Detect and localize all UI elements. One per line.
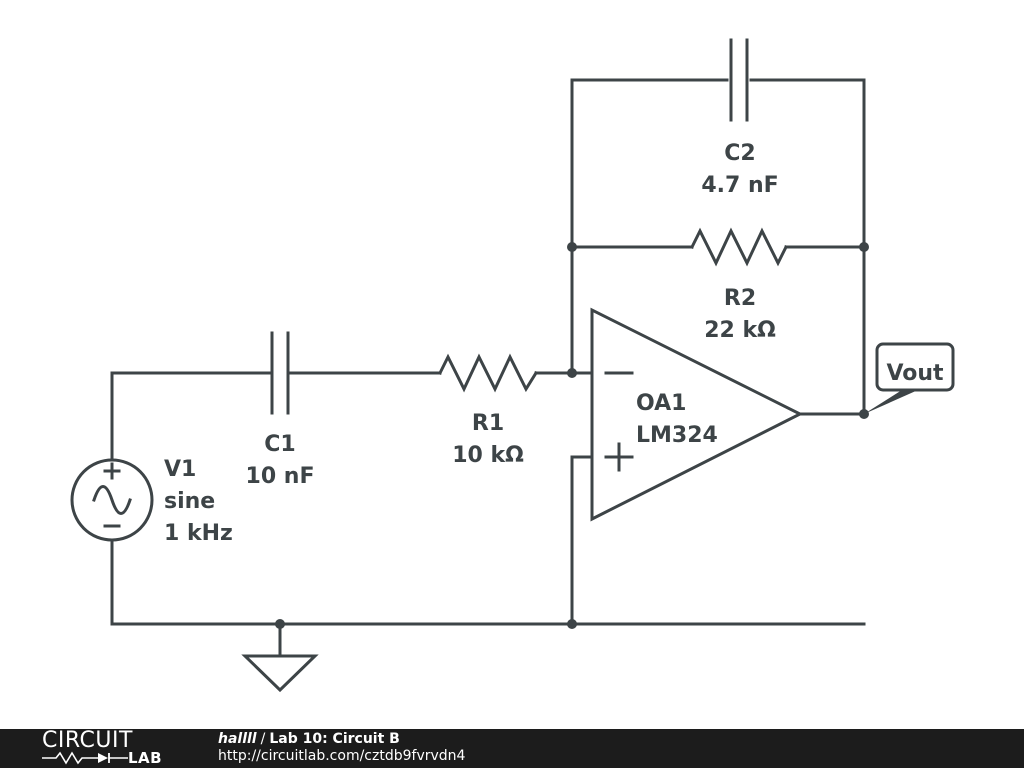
circuit-title[interactable]: Lab 10: Circuit B	[269, 731, 400, 747]
r2-value: 22 kΩ	[704, 318, 776, 343]
capacitor-c2[interactable]: C2 4.7 nF	[701, 38, 779, 198]
resistor-r1[interactable]: R1 10 kΩ	[437, 353, 539, 468]
sine-wave-icon	[92, 485, 132, 515]
path-separator: /	[260, 731, 266, 747]
c2-value: 4.7 nF	[701, 173, 778, 198]
circuit-url[interactable]: http://circuitlab.com/cztdb9fvrvdn4	[218, 748, 466, 764]
vout-label: Vout	[886, 361, 944, 386]
resistor-diode-logo-icon	[42, 751, 128, 765]
oa1-part: LM324	[636, 423, 718, 448]
wires	[110, 78, 866, 658]
oa1-name: OA1	[636, 391, 686, 416]
voltage-source-v1[interactable]: V1 sine 1 kHz	[70, 457, 233, 546]
footer-bar: CIRCUIT LAB hallll/Lab 10: Circuit B htt…	[0, 729, 1024, 768]
circuitlab-logo-sub: LAB	[128, 749, 163, 767]
resistor-r2[interactable]: R2 22 kΩ	[689, 227, 789, 343]
v1-name: V1	[164, 457, 196, 482]
c1-name: C1	[264, 432, 295, 457]
c1-value: 10 nF	[246, 464, 315, 489]
circuitlab-logo-text[interactable]: CIRCUIT	[42, 728, 133, 753]
v1-type: sine	[164, 489, 215, 514]
opamp-oa1[interactable]: OA1 LM324	[590, 307, 804, 522]
v1-freq: 1 kHz	[164, 521, 233, 546]
r1-name: R1	[472, 411, 504, 436]
capacitor-c1[interactable]: C1 10 nF	[246, 331, 315, 489]
author-username[interactable]: hallll	[218, 731, 257, 747]
net-label-vout[interactable]: Vout	[864, 342, 955, 414]
ground-symbol	[241, 654, 319, 693]
circuit-meta: hallll/Lab 10: Circuit B	[218, 731, 400, 748]
r2-name: R2	[724, 286, 756, 311]
r1-value: 10 kΩ	[452, 443, 524, 468]
circuit-schematic: C2 4.7 nF R2 22 kΩ C1 10 nF R1 10 kΩ OA1…	[70, 38, 955, 693]
c2-name: C2	[724, 141, 755, 166]
